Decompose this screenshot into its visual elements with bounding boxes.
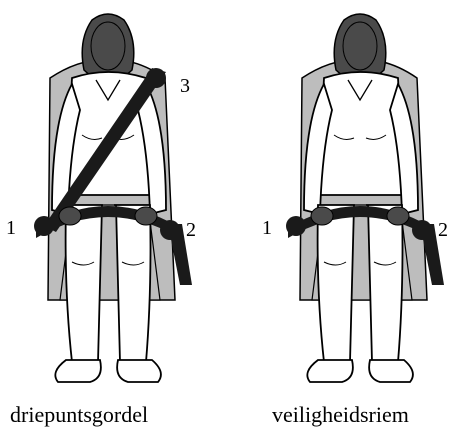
anchor-point-2 [160, 220, 180, 240]
point-label-2: 2 [186, 219, 196, 241]
caption-veiligheidsriem: veiligheidsriem [272, 402, 409, 427]
point-label-3: 3 [180, 75, 190, 97]
anchor-point-2 [412, 220, 432, 240]
anchor-point-1 [34, 216, 54, 236]
caption-driepuntsgordel: driepuntsgordel [10, 402, 148, 427]
anchor-point-1 [286, 216, 306, 236]
anchor-point-3 [146, 68, 166, 88]
figure-driepuntsgordel: 1 2 3 driepuntsgordel [6, 14, 196, 427]
seated-person-illustration [300, 14, 427, 382]
figure-veiligheidsriem: 1 2 veiligheidsriem [262, 14, 448, 427]
point-label-1: 1 [262, 217, 272, 239]
point-label-1: 1 [6, 217, 16, 239]
point-label-2: 2 [438, 219, 448, 241]
